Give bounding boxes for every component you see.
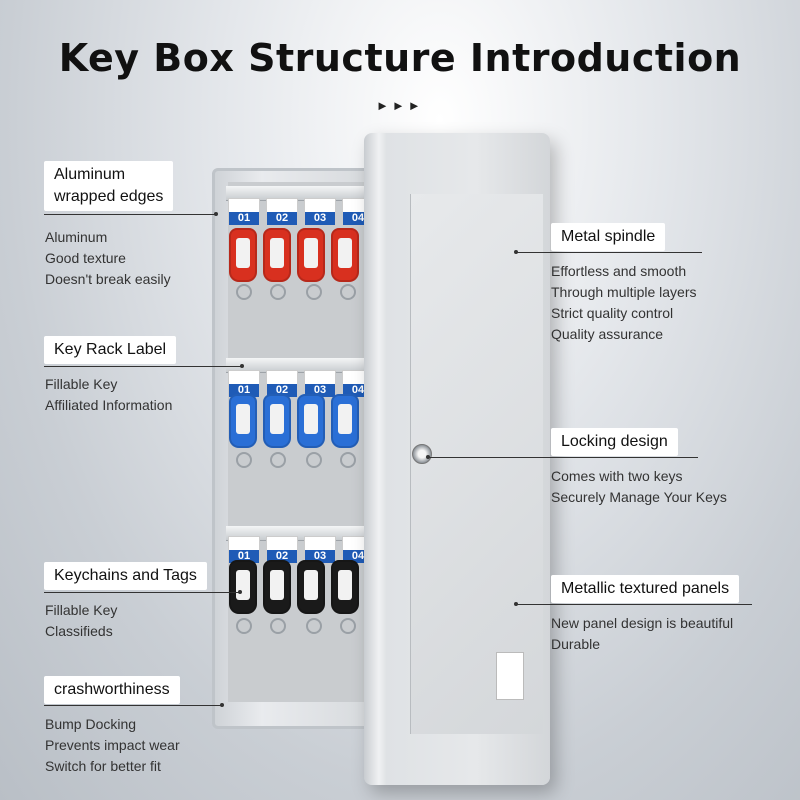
key-label-card: 01 [228, 536, 260, 564]
callout-metal-spindle: Metal spindle [551, 223, 666, 251]
key-tag [297, 228, 325, 282]
label-number: 02 [267, 550, 297, 563]
desc-line: Fillable Key [45, 602, 118, 618]
callout-metallic-panels: Metallic textured panels [551, 575, 740, 603]
key-ring [340, 284, 356, 300]
key-ring [270, 284, 286, 300]
leader-line [44, 366, 242, 367]
callout-title-line1: Aluminum [54, 166, 126, 183]
key-tag [331, 394, 359, 448]
leader-line [44, 705, 222, 706]
leader-dot [220, 703, 224, 707]
key-label-card: 03 [304, 198, 336, 226]
callout-aluminum-edges: Aluminum wrapped edges [44, 161, 174, 211]
leader-dot [514, 250, 518, 254]
callout-key-rack-label: Key Rack Label [44, 336, 177, 364]
leader-line [516, 604, 752, 605]
desc-line: Quality assurance [551, 326, 664, 342]
key-ring [236, 618, 252, 634]
key-ring [306, 284, 322, 300]
key-label-card: 01 [228, 198, 260, 226]
desc-line: Classifieds [45, 623, 113, 639]
label-number: 03 [305, 212, 335, 225]
key-tag [263, 394, 291, 448]
key-tag [331, 228, 359, 282]
key-ring [340, 618, 356, 634]
leader-dot [426, 455, 430, 459]
key-tag [229, 394, 257, 448]
arrow-indicator: ►►► [376, 98, 424, 113]
desc-line: Prevents impact wear [45, 737, 180, 753]
key-ring [340, 452, 356, 468]
callout-locking-design: Locking design [551, 428, 678, 456]
key-label-card: 02 [266, 198, 298, 226]
key-ring [270, 452, 286, 468]
tag-row-2 [229, 394, 359, 448]
leader-dot [214, 212, 218, 216]
key-tag [263, 228, 291, 282]
leader-line [516, 252, 702, 253]
label-number: 01 [229, 212, 259, 225]
key-tag [229, 228, 257, 282]
key-tag [229, 560, 257, 614]
leader-dot [238, 590, 242, 594]
key-label-card: 02 [266, 536, 298, 564]
key-ring [306, 452, 322, 468]
label-row-1: 01 02 03 04 [228, 198, 374, 226]
leader-dot [240, 364, 244, 368]
key-tag [297, 394, 325, 448]
leader-line [44, 592, 240, 593]
brand-logo-plate [496, 652, 524, 700]
desc-line: Affiliated Information [45, 397, 173, 413]
desc-line: Effortless and smooth [551, 263, 687, 279]
callout-title-line2: wrapped edges [54, 188, 164, 205]
key-label-card: 03 [304, 536, 336, 564]
tag-row-1 [229, 228, 359, 282]
callout-crashworthiness: crashworthiness [44, 676, 180, 704]
callout-desc-locking: Comes with two keys Securely Manage Your… [551, 466, 727, 508]
callout-keychains-tags: Keychains and Tags [44, 562, 207, 590]
leader-dot [514, 602, 518, 606]
key-tag [263, 560, 291, 614]
desc-line: Bump Docking [45, 716, 137, 732]
desc-line: Comes with two keys [551, 468, 683, 484]
callout-desc-panels: New panel design is beautiful Durable [551, 613, 733, 655]
key-ring [306, 618, 322, 634]
key-tag [297, 560, 325, 614]
desc-line: Fillable Key [45, 376, 118, 392]
callout-desc-crash: Bump Docking Prevents impact wear Switch… [45, 714, 180, 777]
key-ring [236, 452, 252, 468]
label-number: 03 [305, 550, 335, 563]
desc-line: Switch for better fit [45, 758, 161, 774]
label-number: 02 [267, 384, 297, 397]
key-ring [270, 618, 286, 634]
label-number: 01 [229, 384, 259, 397]
page-title: Key Box Structure Introduction [58, 36, 742, 80]
desc-line: Through multiple layers [551, 284, 697, 300]
desc-line: Good texture [45, 250, 126, 266]
desc-line: Doesn't break easily [45, 271, 171, 287]
key-label-card: 03 [304, 370, 336, 398]
tag-row-3 [229, 560, 359, 614]
key-tag [331, 560, 359, 614]
desc-line: New panel design is beautiful [551, 615, 734, 631]
label-number: 03 [305, 384, 335, 397]
desc-line: Strict quality control [551, 305, 674, 321]
key-ring [236, 284, 252, 300]
key-label-card: 01 [228, 370, 260, 398]
callout-desc-keychains: Fillable Key Classifieds [45, 600, 117, 642]
door-panel [410, 194, 543, 734]
desc-line: Aluminum [45, 229, 108, 245]
label-number: 01 [229, 550, 259, 563]
desc-line: Durable [551, 636, 601, 652]
leader-line [44, 214, 216, 215]
leader-line [428, 457, 698, 458]
desc-line: Securely Manage Your Keys [551, 489, 727, 505]
lock-icon [412, 444, 432, 464]
label-number: 02 [267, 212, 297, 225]
callout-desc-aluminum: Aluminum Good texture Doesn't break easi… [45, 227, 171, 290]
callout-desc-spindle: Effortless and smooth Through multiple l… [551, 261, 697, 345]
callout-desc-key-rack: Fillable Key Affiliated Information [45, 374, 172, 416]
